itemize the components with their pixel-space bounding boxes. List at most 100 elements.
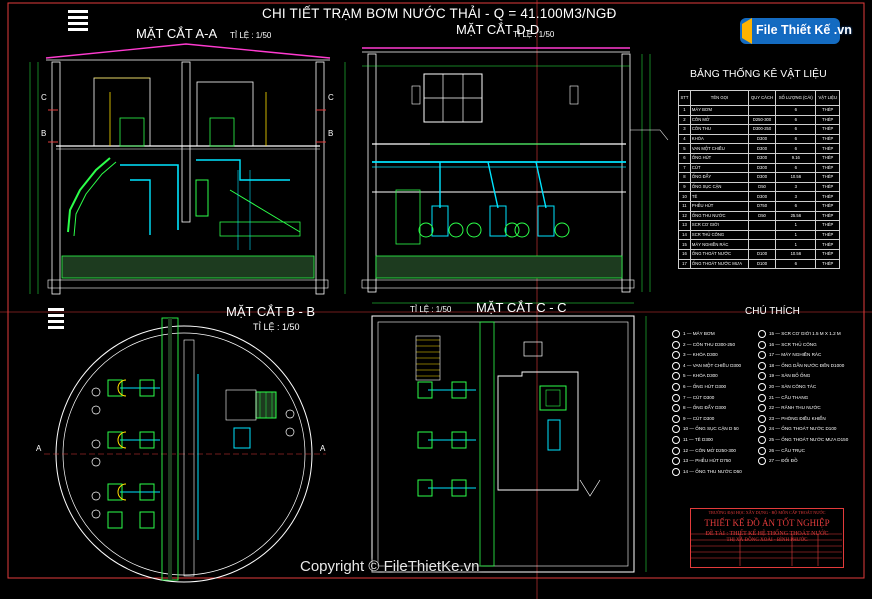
note-text: CÚT D300 (692, 394, 715, 400)
note-text: ỐNG DẪN NƯỚC ĐẾN D1000 (781, 363, 845, 369)
materials-cell: 5 (678, 143, 691, 154)
materials-cell: 3 (775, 181, 817, 193)
materials-cell: THÉP (815, 229, 840, 241)
note-text: SCR THỦ CÔNG (781, 341, 817, 347)
materials-header-cell: SỐ LƯỢNG (CÁI) (775, 90, 817, 106)
note-text: ỐNG THOÁT NƯỚC D100 (781, 426, 837, 432)
note-separator: — (774, 416, 782, 422)
note-number: 21 (769, 394, 775, 400)
note-separator: — (774, 437, 782, 443)
note-item: 5 — KHÓA D300 (672, 372, 718, 381)
materials-cell: VAN MỘT CHIỀU (689, 143, 749, 154)
materials-cell: 12 (678, 210, 691, 222)
title-block-topic-line1: ĐỀ TÀI : THIẾT KẾ HỆ THỐNG THOÁT NƯỚC (705, 531, 829, 537)
materials-header-cell: VẬT LIỆU (815, 90, 840, 106)
materials-header-cell: QUY CÁCH (747, 90, 777, 106)
note-bubble-icon (758, 414, 766, 423)
note-item: 16 — SCR THỦ CÔNG (758, 340, 817, 349)
materials-cell: ỐNG THOÁT NƯỚC (689, 248, 749, 260)
materials-cell: CÔN THU (689, 124, 749, 135)
materials-cell: THÉP (815, 258, 840, 270)
note-separator: — (774, 373, 782, 379)
materials-cell: D300 (747, 152, 777, 164)
materials-cell: D300 (747, 191, 777, 202)
note-text: MÁY BƠM (692, 331, 715, 337)
note-number: 19 (769, 373, 775, 379)
note-number: 27 (769, 458, 775, 464)
copyright-watermark: Copyright © FileThietKe.vn (300, 558, 480, 575)
note-bubble-icon (758, 393, 766, 402)
note-number: 23 (769, 416, 775, 422)
note-item: 19 — SÀN BỐ ỐNG (758, 372, 811, 381)
materials-cell: 14 (678, 229, 691, 241)
note-separator: — (774, 341, 782, 347)
note-item: 8 — ỐNG ĐẨY D300 (672, 404, 727, 413)
materials-cell: 6 (775, 200, 817, 212)
materials-cell: 6 (775, 162, 817, 174)
note-separator: — (774, 426, 782, 432)
materials-cell: THÉP (815, 143, 840, 154)
materials-cell: THÉP (815, 220, 840, 231)
note-separator: — (688, 426, 696, 432)
materials-cell: THÉP (815, 162, 840, 174)
note-text: TÊ D300 (694, 437, 713, 443)
materials-cell: THÉP (815, 172, 840, 183)
materials-header-cell: STT (678, 90, 691, 106)
cut-label-a-left: A (36, 444, 42, 453)
note-item: 25 — ỐNG THOÁT NƯỚC MƯA D150 (758, 436, 848, 444)
note-separator: — (774, 447, 782, 453)
note-item: 2 — CÔN THU D300-250 (672, 340, 736, 349)
materials-cell: 6 (775, 114, 817, 126)
note-number: 10 (683, 426, 689, 432)
note-item: 14 — ỐNG THU NƯỚC D50 (672, 467, 742, 476)
cut-label-c-right: C (328, 93, 334, 102)
note-number: 20 (769, 384, 775, 390)
note-text: PHỄU HÚT D750 (695, 458, 731, 464)
note-bubble-icon (672, 467, 680, 476)
note-text: SÀN BỐ ỐNG (781, 373, 811, 379)
materials-cell: 2 (678, 114, 691, 126)
note-text: CÔN THU D300-250 (692, 341, 736, 347)
materials-cell: THÉP (815, 105, 840, 116)
section-aa-title: MẶT CẮT A-A (136, 26, 218, 41)
note-separator: — (774, 363, 782, 369)
note-separator: — (774, 405, 782, 411)
section-aa-scale: TỈ LỆ : 1/50 (230, 31, 272, 40)
note-bubble-icon (672, 361, 680, 370)
materials-cell: 6 (775, 124, 817, 135)
note-item: 6 — ỐNG HÚT D300 (672, 383, 726, 391)
materials-cell: 25.56 (775, 210, 817, 222)
materials-cell: 6 (678, 152, 691, 164)
note-item: 17 — MÁY NGHIỀN RÁC (758, 351, 821, 360)
note-text: CÚT D300 (692, 416, 715, 422)
note-bubble-icon (672, 414, 680, 423)
note-separator: — (688, 458, 696, 464)
note-item: 12 — CÔN MỞ D250-300 (672, 446, 736, 455)
note-bubble-icon (758, 330, 766, 338)
note-item: 18 — ỐNG DẪN NƯỚC ĐẾN D1000 (758, 361, 845, 370)
materials-cell: SCR CƠ GIỚI (689, 220, 749, 231)
materials-cell: ỐNG HÚT (689, 152, 749, 164)
materials-cell: MÁY NGHIỀN RÁC (689, 239, 749, 250)
title-block-lines (690, 533, 842, 566)
note-bubble-icon (672, 340, 680, 349)
materials-cell: ỐNG SỤC CẶN (689, 181, 749, 193)
materials-cell: 10.56 (775, 172, 817, 183)
note-bubble-icon (758, 383, 766, 391)
note-text: KHÓA D300 (692, 352, 718, 358)
materials-cell: THÉP (815, 239, 840, 250)
note-bubble-icon (672, 425, 680, 434)
note-item: 4 — VAN MỘT CHIỀU D300 (672, 361, 741, 370)
note-text: ỐNG ĐẨY D300 (692, 405, 727, 411)
